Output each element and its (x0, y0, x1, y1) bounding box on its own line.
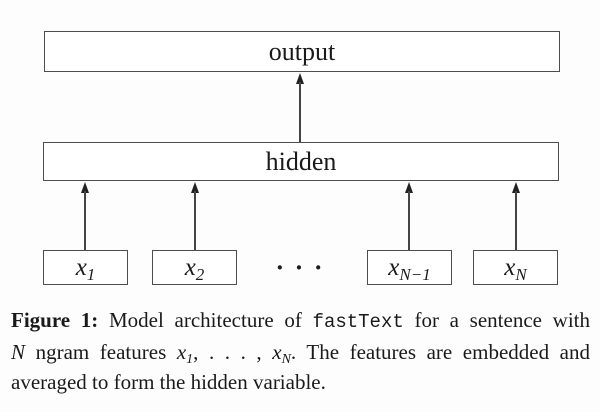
input-subscript: N (515, 265, 527, 284)
hidden-to-output-arrow (294, 73, 306, 142)
arrow-shaft (84, 191, 86, 250)
input-var: x (184, 254, 196, 281)
input-box-xn: xN (473, 250, 558, 285)
caption-text: . The features are embedded and (290, 340, 590, 364)
math-xn: xN (272, 340, 291, 367)
caption-line-2: N ngram features x1, . . . , xN. The fea… (11, 337, 590, 367)
arrow-shaft (299, 82, 301, 142)
input-subscript: N−1 (399, 265, 431, 284)
arrowhead-up-icon (296, 73, 304, 84)
input-label-x2: x2 (184, 254, 205, 283)
ellipsis-dots: · · · (275, 252, 325, 282)
input-box-x1: x1 (43, 250, 128, 285)
caption-ellipsis: , . . . , (193, 340, 273, 364)
math-subscript: 1 (186, 352, 194, 367)
arrowhead-up-icon (191, 182, 199, 193)
math-subscript: N (281, 352, 291, 367)
hidden-layer-label: hidden (265, 146, 337, 176)
output-layer-label: output (268, 36, 336, 66)
arrowhead-up-icon (512, 182, 520, 193)
arrowhead-up-icon (81, 182, 89, 193)
figure-caption: Figure 1: Model architecture of fastText… (11, 305, 590, 397)
input-label-xn-1: xN−1 (388, 254, 430, 283)
input-box-xn-1: xN−1 (367, 250, 452, 285)
arrow-shaft (194, 191, 196, 250)
input-var: x (388, 254, 400, 281)
arrow-shaft (408, 191, 410, 250)
caption-line-3: averaged to form the hidden variable. (11, 367, 590, 397)
figure-number-label: Figure 1: (11, 308, 99, 332)
caption-text: Model architecture of (98, 308, 313, 332)
input-subscript: 2 (195, 265, 205, 284)
math-var: x (176, 340, 187, 364)
hidden-layer-box: hidden (43, 142, 559, 181)
output-layer-box: output (44, 31, 560, 72)
math-x1: x1 (176, 340, 194, 367)
input-x1-to-hidden-arrow (79, 182, 91, 250)
input-xn-1-to-hidden-arrow (403, 182, 415, 250)
arrow-shaft (515, 191, 517, 250)
caption-text: ngram features (25, 340, 177, 364)
input-var: x (504, 254, 516, 281)
math-N: N (11, 340, 26, 364)
caption-line-1: Figure 1: Model architecture of fastText… (11, 305, 590, 337)
input-box-x2: x2 (152, 250, 237, 285)
input-xn-to-hidden-arrow (510, 182, 522, 250)
caption-text: for a sentence with (403, 308, 591, 332)
caption-text: averaged to form the hidden variable. (11, 370, 326, 394)
input-subscript: 1 (86, 265, 96, 284)
input-label-x1: x1 (75, 254, 96, 283)
fasttext-name: fastText (312, 311, 404, 333)
math-var: x (272, 340, 282, 364)
input-var: x (75, 254, 87, 281)
input-label-xn: xN (504, 254, 526, 283)
arrowhead-up-icon (405, 182, 413, 193)
input-x2-to-hidden-arrow (189, 182, 201, 250)
